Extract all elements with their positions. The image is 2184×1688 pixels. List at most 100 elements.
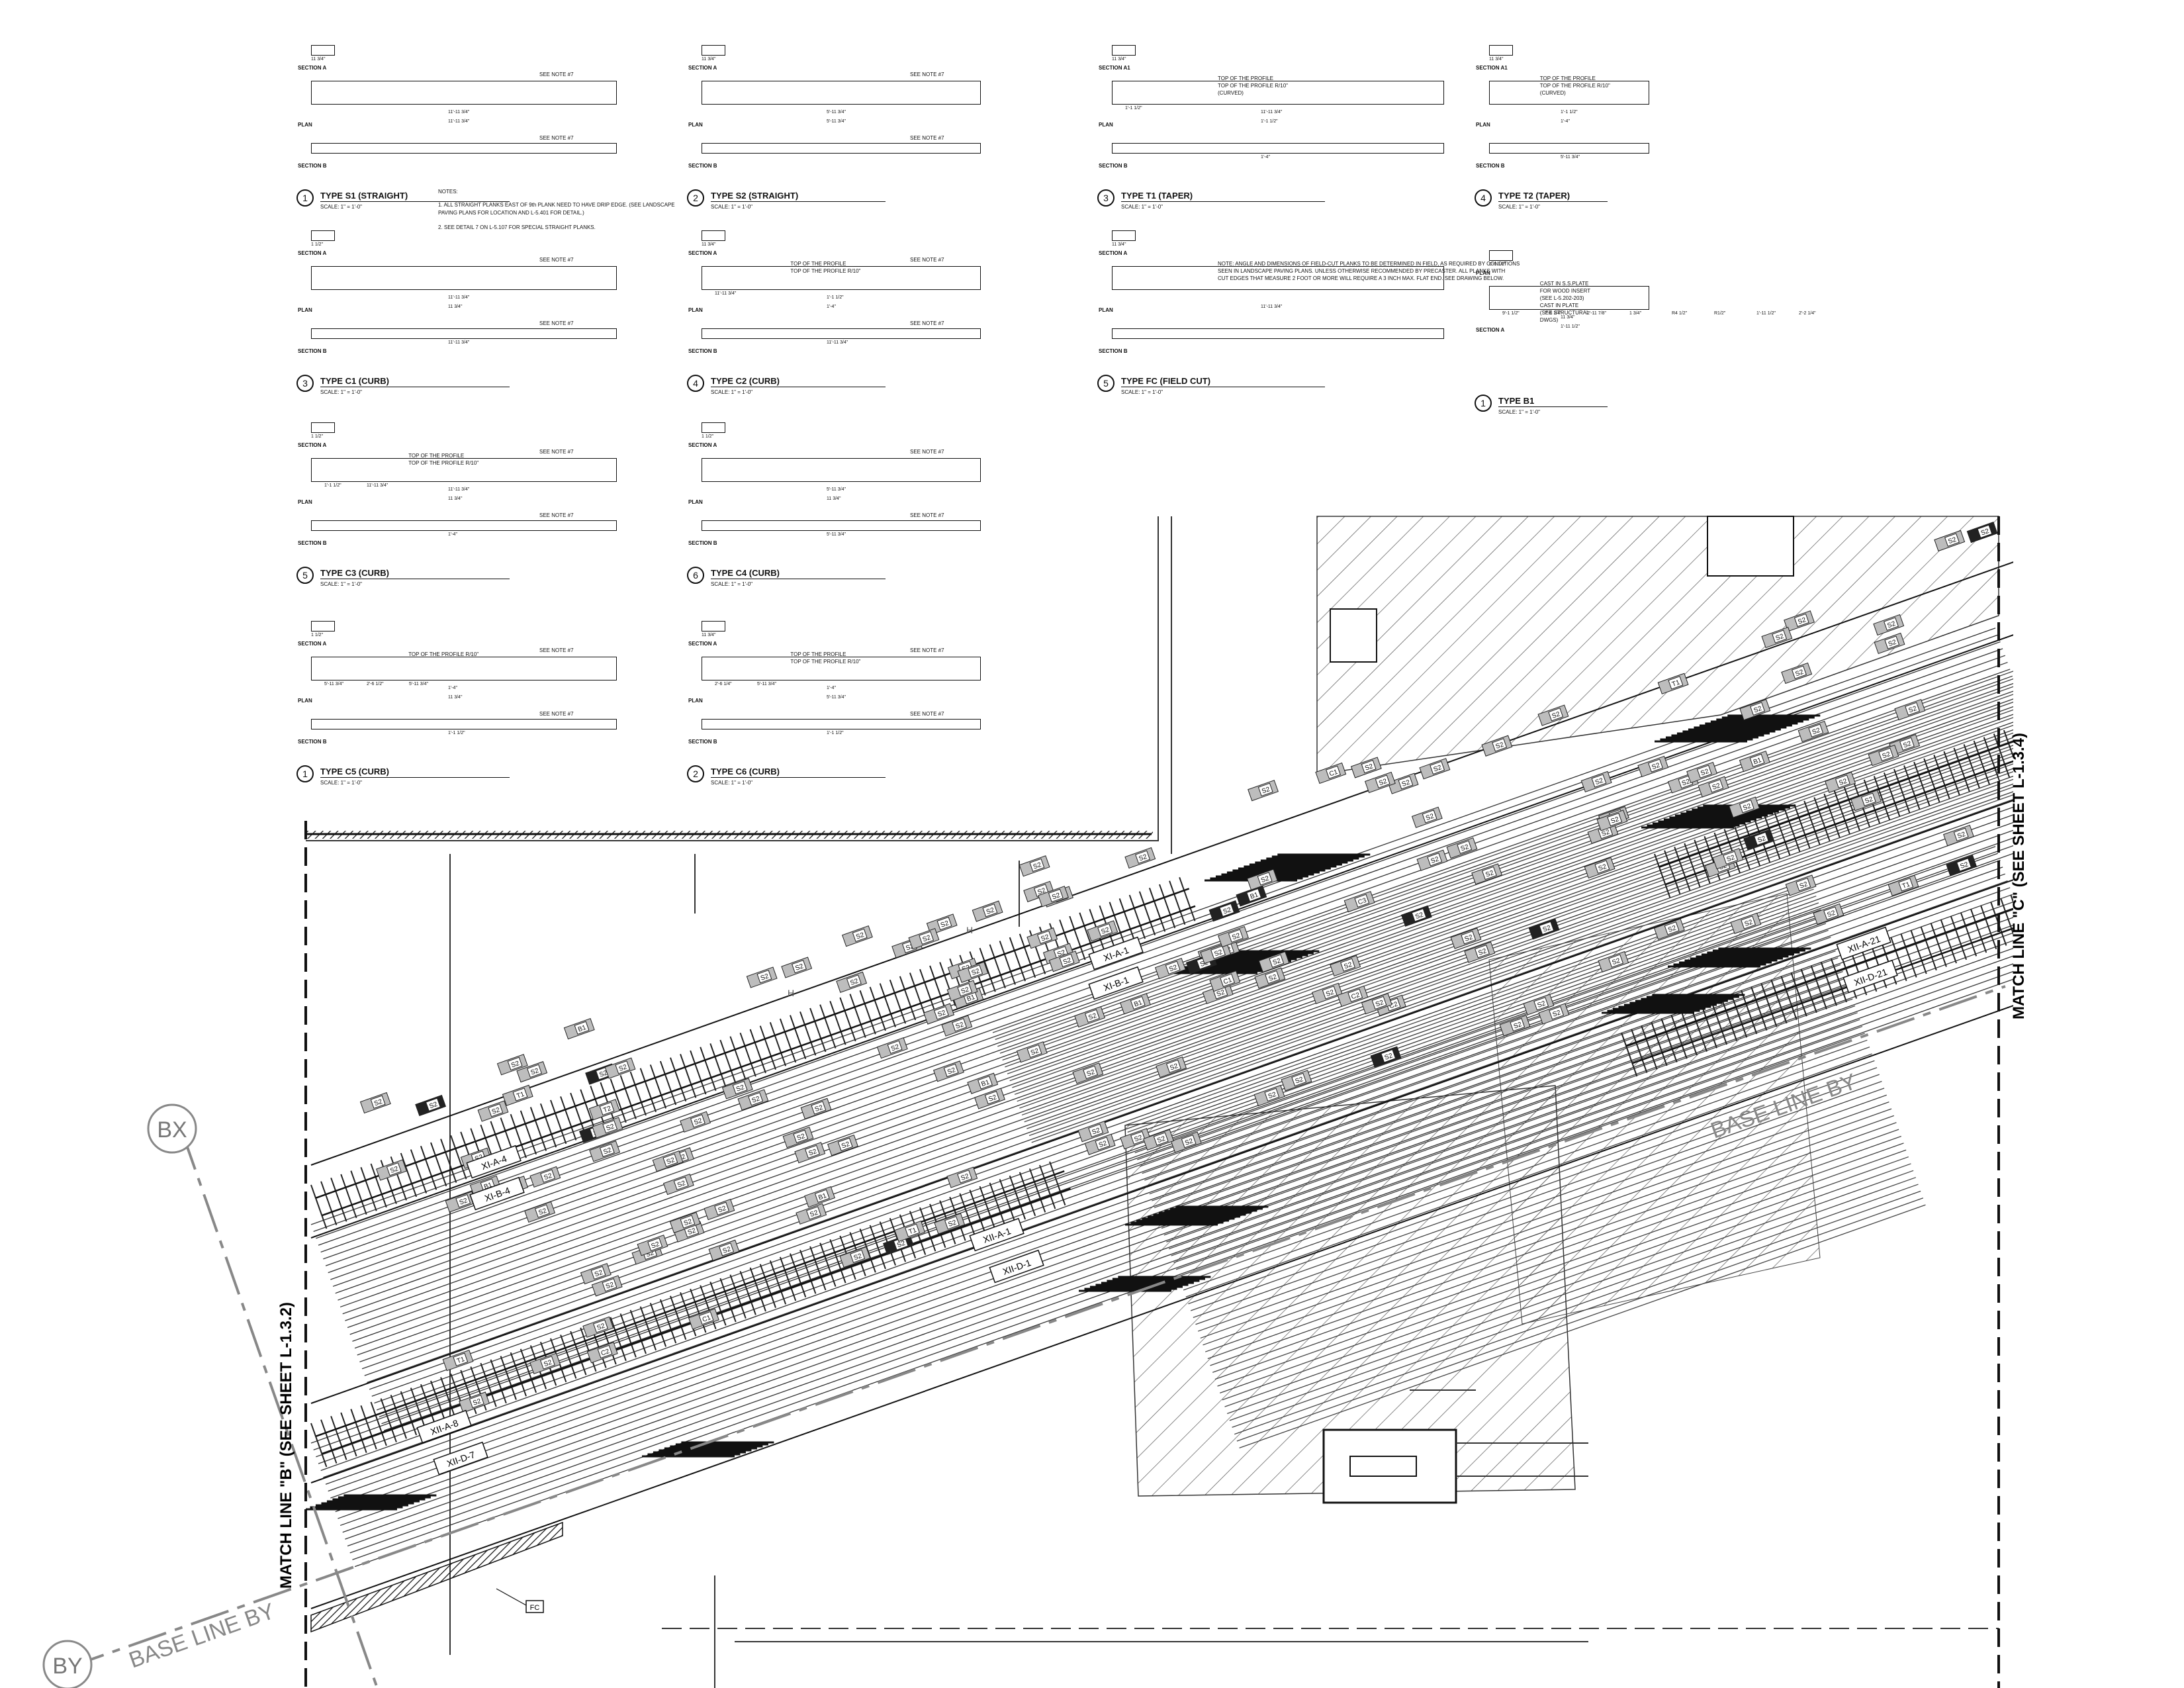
dim-text: 11'-11 3/4" <box>1261 110 1283 115</box>
svg-text:S2: S2 <box>1811 727 1822 737</box>
title-rule <box>320 201 510 202</box>
section-label: SECTION A <box>688 250 717 256</box>
section-label: SECTION B <box>298 739 327 745</box>
section-label: PLAN <box>1099 122 1113 128</box>
svg-text:S2: S2 <box>529 1067 540 1077</box>
section-label: SECTION B <box>298 348 327 354</box>
section-label: PLAN <box>298 499 312 505</box>
dim-text: 5'-11 3/4" <box>827 110 846 115</box>
section-b-outline <box>702 719 981 729</box>
dim-text: 5'-11 3/4" <box>757 682 776 686</box>
detail-number: 2 <box>687 189 704 207</box>
dim-text: 11'-11 3/4" <box>448 110 470 115</box>
dim-text: 1'-1 1/2" <box>1261 119 1278 124</box>
section-label: PLAN <box>298 307 312 313</box>
svg-text:S2: S2 <box>1552 1009 1563 1019</box>
dim-text: 5'-11 3/4" <box>827 119 846 124</box>
svg-text:S2: S2 <box>794 962 805 972</box>
detail-scale: SCALE: 1" = 1'-0" <box>1121 389 1163 395</box>
section-label: PLAN <box>1476 270 1490 276</box>
plan-outline <box>311 458 617 482</box>
svg-text:S2: S2 <box>1598 863 1608 873</box>
dim-text: 11 3/4" <box>311 57 326 62</box>
svg-text:S2: S2 <box>1091 1127 1102 1137</box>
callout-text: TOP OF THE PROFILE <box>1218 75 1274 81</box>
svg-text:S2: S2 <box>1864 796 1874 806</box>
callout-text: TOP OF THE PROFILE R/10" <box>790 268 861 274</box>
section-a-box <box>702 45 725 56</box>
detail-title: TYPE T1 (TAPER) <box>1121 191 1193 201</box>
note-line: PAVING PLANS FOR LOCATION AND L-5.401 FO… <box>438 210 584 216</box>
section-label: PLAN <box>298 122 312 128</box>
dim-text: 1'-1 1/2" <box>827 731 844 735</box>
callout-text: TOP OF THE PROFILE <box>790 261 846 267</box>
detail-scale: SCALE: 1" = 1'-0" <box>711 780 753 786</box>
dim-text: 5'-11 3/4" <box>827 487 846 492</box>
callout-text: TOP OF THE PROFILE R/10" <box>1218 83 1288 89</box>
dim-text: 11 3/4" <box>448 305 463 309</box>
svg-text:S2: S2 <box>954 1021 965 1031</box>
section-label: SECTION B <box>298 540 327 546</box>
section-a-box <box>311 422 335 433</box>
dim-text: 11'-11 3/4" <box>448 119 470 124</box>
svg-text:S2: S2 <box>1213 949 1224 959</box>
svg-text:S2: S2 <box>960 986 971 996</box>
plan-outline <box>311 266 617 290</box>
svg-text:S2: S2 <box>849 978 860 988</box>
dim-text: 5'-11 3/4" <box>827 695 846 700</box>
dim-text: 11'-11 3/4" <box>1261 305 1283 309</box>
fc-tag: FC <box>496 1588 544 1613</box>
section-label: SECTION B <box>688 739 717 745</box>
dim-text: 11 3/4" <box>702 633 716 637</box>
svg-text:S2: S2 <box>1882 751 1892 761</box>
svg-text:T2: T2 <box>602 1105 612 1114</box>
title-rule <box>711 201 886 202</box>
callout-text: TOP OF THE PROFILE R/10" <box>408 651 479 657</box>
svg-text:S2: S2 <box>1343 961 1353 971</box>
svg-text:S2: S2 <box>1267 1091 1278 1101</box>
svg-text:S2: S2 <box>1611 957 1621 967</box>
dim-text: 1'-4" <box>827 305 836 309</box>
detail-title: TYPE C6 (CURB) <box>711 767 780 776</box>
section-label: PLAN <box>688 698 703 704</box>
svg-text:S2: S2 <box>1040 933 1050 943</box>
svg-text:S2: S2 <box>537 1207 548 1217</box>
plan-outline <box>702 458 981 482</box>
svg-text:S2: S2 <box>1062 957 1073 966</box>
detail-number: 1 <box>296 765 314 782</box>
detail-number: 2 <box>687 765 704 782</box>
section-b-outline <box>702 328 981 339</box>
svg-text:S2: S2 <box>1156 1135 1167 1145</box>
plan-outline <box>311 657 617 680</box>
dim-text: 5'-11 3/4" <box>409 682 428 686</box>
svg-text:T1: T1 <box>908 1227 918 1236</box>
detail-title: TYPE C4 (CURB) <box>711 568 780 578</box>
section-label: PLAN <box>298 698 312 704</box>
section-a-box <box>702 422 725 433</box>
svg-text:S2: S2 <box>1433 764 1443 774</box>
svg-text:B1: B1 <box>577 1024 588 1034</box>
see-note: SEE NOTE #7 <box>910 449 944 455</box>
svg-text:S2: S2 <box>1477 947 1488 957</box>
svg-text:S2: S2 <box>1947 536 1958 546</box>
svg-text:S2: S2 <box>389 1165 400 1175</box>
dim-text: 1'-1 1/2" <box>1561 110 1578 115</box>
plan-outline <box>1489 286 1649 310</box>
svg-text:S2: S2 <box>1799 880 1809 890</box>
svg-text:C2: C2 <box>600 1348 611 1358</box>
svg-text:S2: S2 <box>605 1281 615 1291</box>
section-a-box <box>311 230 335 241</box>
plan-outline <box>1112 81 1444 105</box>
dim-text: 7'-6 1/4" <box>1545 311 1562 316</box>
section-a-box <box>702 621 725 632</box>
svg-text:S2: S2 <box>1138 853 1148 863</box>
svg-text:S2: S2 <box>428 1101 439 1111</box>
svg-text:S2: S2 <box>735 1084 746 1094</box>
svg-text:S2: S2 <box>1495 741 1506 751</box>
svg-text:S2: S2 <box>1168 964 1179 974</box>
section-label: SECTION B <box>298 163 327 169</box>
notes-heading: NOTES: <box>438 189 458 195</box>
svg-text:S2: S2 <box>1169 1062 1179 1072</box>
